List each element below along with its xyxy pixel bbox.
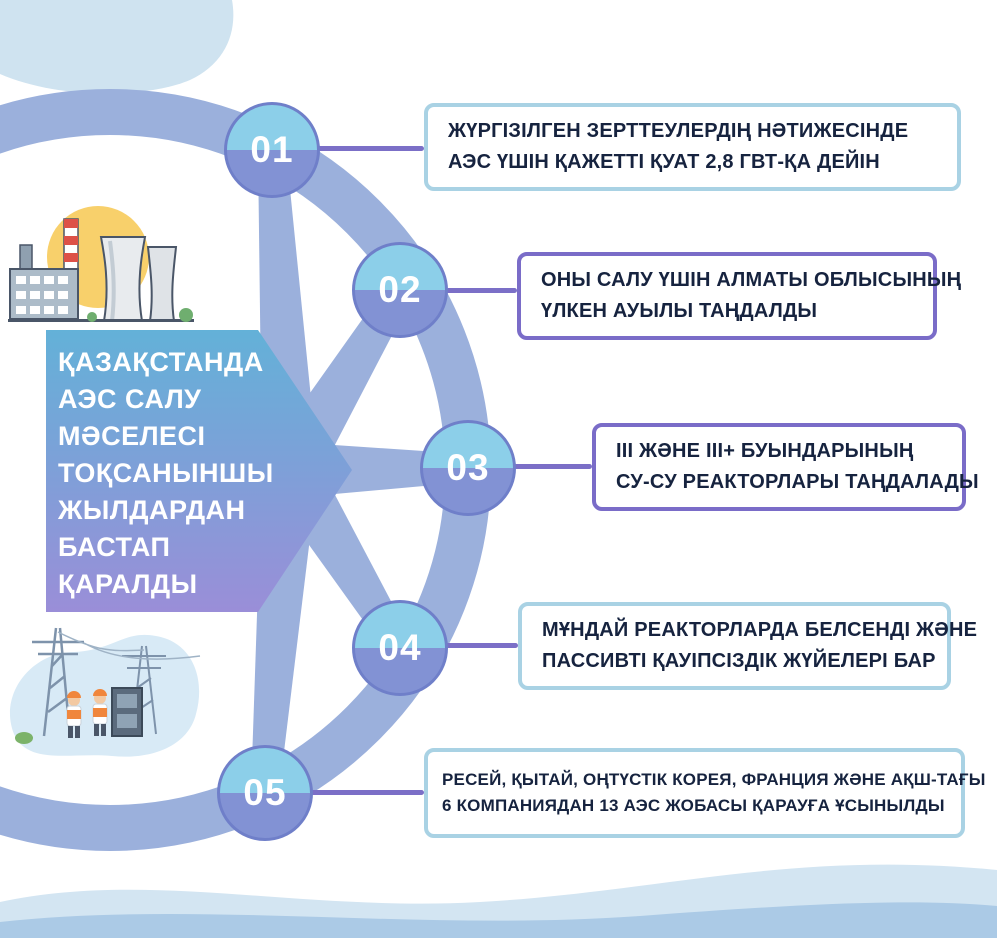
- connector-4: [430, 643, 518, 648]
- title-line: ҚАЗАҚСТАНДА: [58, 347, 264, 377]
- title-line: ЖЫЛДАРДАН: [58, 495, 246, 525]
- connector-2: [430, 288, 517, 293]
- bottom-wave-medium: [0, 902, 997, 938]
- info-box-text: III ЖӘНЕ III+ БУЫНДАРЫНЫҢ: [616, 440, 914, 462]
- step-number: 02: [378, 269, 422, 310]
- step-number: 01: [250, 129, 294, 170]
- step-node-1: 01: [224, 102, 320, 198]
- title-line: ҚАРАЛДЫ: [58, 569, 198, 599]
- step-node-2: 02: [352, 242, 448, 338]
- bush-icon: [15, 732, 33, 744]
- title-line: ТОҚСАНЫНШЫ: [58, 458, 274, 488]
- cooling-tower-icon: [99, 236, 178, 322]
- power-wires: [57, 631, 201, 660]
- step-node-5: 05: [217, 745, 313, 841]
- power-line-workers-illustration: [9, 627, 201, 757]
- title-line: АЭС САЛУ: [58, 384, 202, 414]
- connector-3: [500, 464, 592, 469]
- connector-5: [295, 790, 424, 795]
- info-box-text: РЕСЕЙ, ҚЫТАЙ, ОҢТҮСТІК КОРЕЯ, ФРАНЦИЯ ЖӘ…: [442, 769, 986, 789]
- corner-blob: [0, 0, 234, 94]
- title-banner: [46, 330, 352, 612]
- title-line: БАСТАП: [58, 532, 171, 562]
- ground-line: [8, 319, 194, 322]
- info-box-text: ПАССИВТІ ҚАУІПСІЗДІК ЖҮЙЕЛЕРІ БАР: [542, 650, 936, 672]
- bush-icon: [179, 308, 193, 322]
- step-node-3: 03: [420, 420, 516, 516]
- info-box-text: ҮЛКЕН АУЫЛЫ ТАҢДАЛДЫ: [541, 300, 818, 322]
- bush-icon: [87, 312, 97, 322]
- step-node-4: 04: [352, 600, 448, 696]
- step-number: 05: [243, 772, 287, 813]
- info-box-4: МҰНДАЙ РЕАКТОРЛАРДА БЕЛСЕНДІ ЖӘНЕ ПАССИВ…: [518, 602, 978, 690]
- title-line: МӘСЕЛЕСІ: [58, 421, 206, 451]
- info-box-3: III ЖӘНЕ III+ БУЫНДАРЫНЫҢ СУ-СУ РЕАКТОРЛ…: [592, 423, 979, 511]
- info-box-text: ОНЫ САЛУ ҮШІН АЛМАТЫ ОБЛЫСЫНЫҢ: [541, 269, 962, 291]
- info-box-text: МҰНДАЙ РЕАКТОРЛАРДА БЕЛСЕНДІ ЖӘНЕ: [542, 619, 978, 641]
- control-cabinet-icon: [111, 687, 143, 737]
- step-number: 04: [378, 627, 422, 668]
- plant-building-icon: [9, 244, 79, 320]
- info-box-2: ОНЫ САЛУ ҮШІН АЛМАТЫ ОБЛЫСЫНЫҢ ҮЛКЕН АУЫ…: [517, 252, 962, 340]
- info-box-text: 6 КОМПАНИЯДАН 13 АЭС ЖОБАСЫ ҚАРАУҒА ҰСЫН…: [442, 796, 945, 815]
- info-box-text: СУ-СУ РЕАКТОРЛАРЫ ТАҢДАЛАДЫ: [616, 471, 979, 493]
- info-box-text: ЖҮРГІЗІЛГЕН ЗЕРТТЕУЛЕРДІҢ НӘТИЖЕСІНДЕ: [448, 120, 909, 142]
- worker-figure: [92, 689, 108, 736]
- info-box-1: ЖҮРГІЗІЛГЕН ЗЕРТТЕУЛЕРДІҢ НӘТИЖЕСІНДЕ АЭ…: [424, 103, 961, 191]
- info-box-text: АЭС ҮШІН ҚАЖЕТТІ ҚУАТ 2,8 ГВТ-ҚА ДЕЙІН: [448, 151, 880, 173]
- center-title: ҚАЗАҚСТАНДА АЭС САЛУ МӘСЕЛЕСІ ТОҚСАНЫНШЫ…: [58, 344, 320, 603]
- worker-figure: [66, 691, 82, 738]
- connector-1: [300, 146, 424, 151]
- step-number: 03: [446, 447, 490, 488]
- info-box-5: РЕСЕЙ, ҚЫТАЙ, ОҢТҮСТІК КОРЕЯ, ФРАНЦИЯ ЖӘ…: [424, 748, 986, 838]
- nuclear-power-plant-illustration: [8, 206, 194, 322]
